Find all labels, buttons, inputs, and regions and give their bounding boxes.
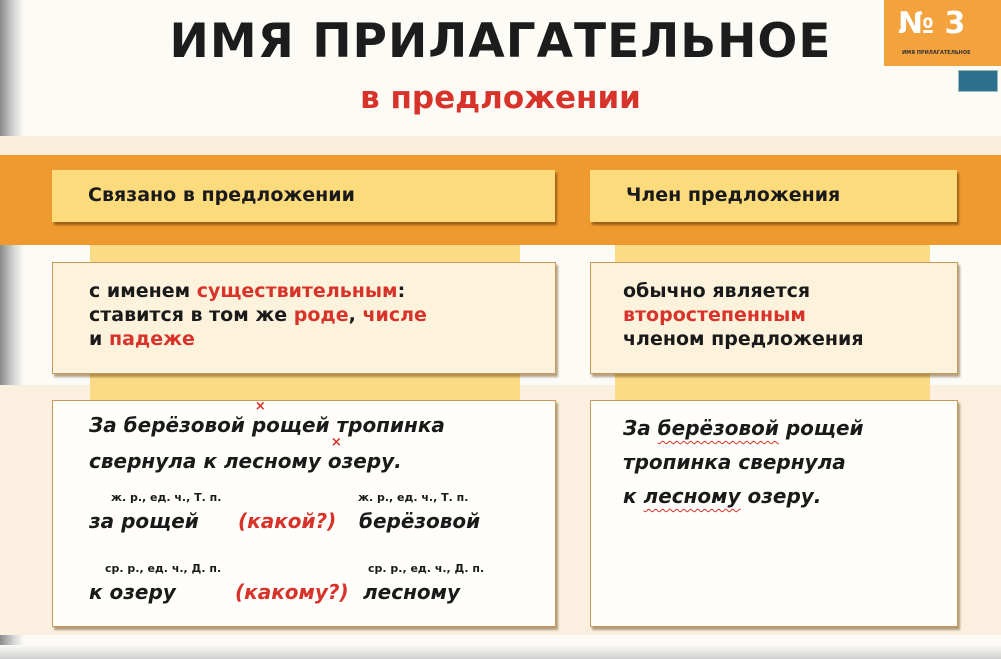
cream-band — [0, 136, 1001, 155]
badge-number: № 3 — [898, 6, 966, 41]
rule-text: ставится в том же — [89, 304, 294, 326]
rule-keyword: второстепенным — [623, 304, 806, 326]
page-subtitle: в предложении — [360, 80, 641, 116]
left-example-box: За берёзовой ×рощей тропинка свернула к … — [52, 400, 556, 627]
adjective-grammar: ср. р., ед. ч., Д. п. — [368, 562, 485, 575]
adjective-grammar: ж. р., ед. ч., Т. п. — [358, 491, 469, 504]
definition-underlined: берёзовой — [657, 416, 779, 440]
sentence-part: зеру. — [341, 449, 402, 473]
noun: за рощей — [89, 509, 199, 533]
page-title: ИМЯ ПРИЛАГАТЕЛЬНОЕ — [169, 14, 832, 69]
sentence-part: о — [327, 449, 342, 473]
page-footer — [0, 645, 1001, 659]
sentence-part: ропинка — [348, 413, 445, 437]
publisher-logo-icon — [958, 70, 998, 92]
left-heading: Связано в предложении — [88, 184, 355, 206]
poster-number-badge: № 3 ИМЯ ПРИЛАГАТЕЛЬНОЕ — [884, 0, 1001, 66]
badge-caption: ИМЯ ПРИЛАГАТЕЛЬНОЕ — [902, 50, 971, 56]
sentence-part: тропинка свернула — [623, 450, 846, 474]
sentence-part: За — [623, 416, 658, 440]
noun-grammar: ж. р., ед. ч., Т. п. — [111, 491, 222, 504]
rule-text: с именем — [89, 280, 197, 302]
rule-text: и — [89, 328, 109, 350]
adjective: лесному — [363, 580, 461, 604]
sentence-part: свернула к лесному — [89, 449, 328, 473]
marked-letter: ×р — [251, 400, 267, 437]
cross-icon: × — [254, 399, 266, 414]
sentence-part: ощей — [266, 413, 337, 437]
example-sentence: За берёзовой ×рощей тропинка свернула к … — [89, 400, 445, 479]
rule-text: , — [348, 304, 363, 326]
question: (какому?) — [235, 580, 349, 604]
right-heading-box: Член предложения — [590, 170, 957, 222]
right-example-box: За берёзовой рощей тропинка свернула к л… — [590, 400, 958, 627]
rule-text: обычно является — [623, 280, 811, 302]
noun-grammar: ср. р., ед. ч., Д. п. — [105, 562, 222, 575]
definition-underlined: лесному — [643, 484, 741, 508]
cross-icon: × — [330, 435, 342, 450]
left-rule-text: с именем существительным: ставится в том… — [89, 279, 427, 351]
rule-keyword: роде — [293, 304, 349, 326]
example-sentence: За берёзовой рощей тропинка свернула к л… — [623, 411, 864, 513]
sentence-part: р — [251, 413, 267, 437]
sentence-part: За берёзовой — [89, 413, 252, 437]
sentence-part: т — [336, 413, 349, 437]
right-rule-text: обычно является второстепенным членом пр… — [623, 279, 864, 351]
right-heading: Член предложения — [626, 184, 841, 206]
left-heading-box: Связано в предложении — [52, 170, 555, 222]
sentence-part: озеру. — [740, 484, 822, 508]
adjective: берёзовой — [359, 509, 481, 533]
rule-keyword: числе — [362, 304, 427, 326]
question: (какой?) — [238, 509, 337, 533]
noun: к озеру — [89, 580, 176, 604]
rule-text: членом предложения — [623, 328, 864, 350]
sentence-part: к — [623, 484, 644, 508]
sentence-part: рощей — [778, 416, 864, 440]
left-rule-box: с именем существительным: ставится в том… — [52, 262, 556, 374]
rule-keyword: существительным — [196, 280, 398, 302]
right-rule-box: обычно является второстепенным членом пр… — [590, 262, 958, 374]
marked-letter: ×о — [327, 436, 342, 473]
rule-keyword: падеже — [108, 328, 195, 350]
rule-text: : — [397, 280, 406, 302]
